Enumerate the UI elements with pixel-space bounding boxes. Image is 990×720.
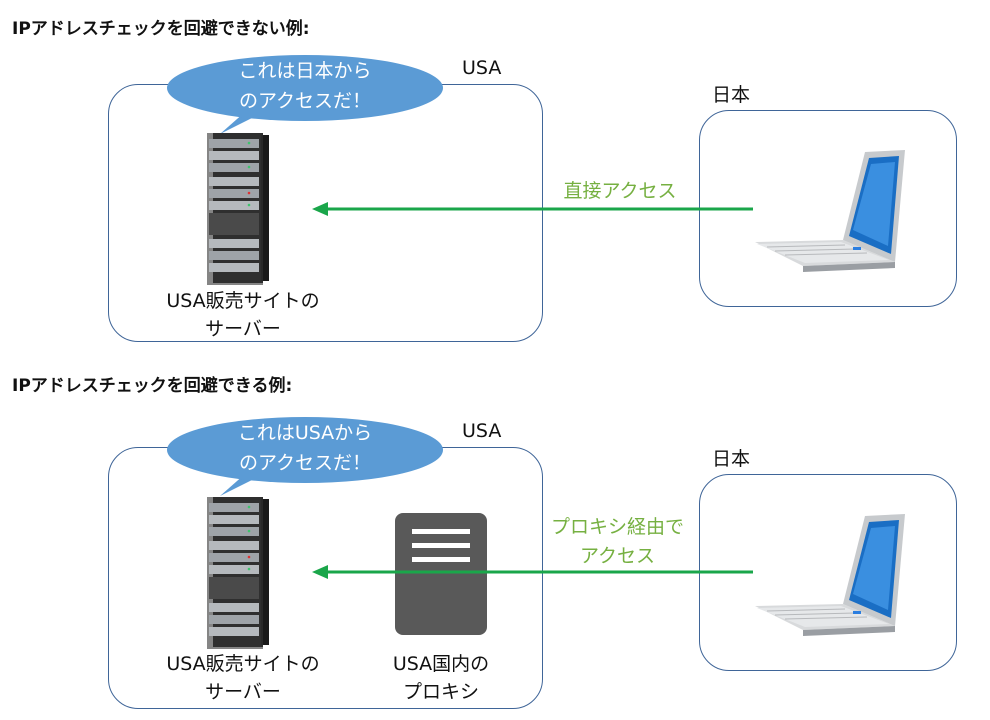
server-label-line2: サーバー bbox=[205, 681, 281, 703]
arrow-left-icon bbox=[312, 565, 753, 579]
server-rack-icon bbox=[207, 133, 269, 285]
arrow-label-line2: アクセス bbox=[579, 545, 656, 567]
arrow-label: 直接アクセス bbox=[563, 180, 677, 202]
japan-region-label: 日本 bbox=[712, 448, 751, 470]
server-label-line2: サーバー bbox=[205, 318, 281, 340]
server-label-line1: USA販売サイトの bbox=[166, 653, 320, 675]
proxy-label-line2: プロキシ bbox=[402, 681, 479, 703]
proxy-server-icon bbox=[395, 513, 487, 635]
usa-region-label: USA bbox=[462, 420, 502, 442]
section1-heading: IPアドレスチェックを回避できない例: bbox=[12, 19, 310, 39]
arrow-label-line1: プロキシ経由で bbox=[550, 516, 684, 538]
speech-bubble bbox=[167, 417, 443, 496]
server-rack-icon bbox=[207, 497, 269, 649]
laptop-icon bbox=[755, 150, 905, 272]
section2-heading: IPアドレスチェックを回避できる例: bbox=[12, 376, 293, 396]
japan-region-label: 日本 bbox=[712, 84, 751, 106]
bubble-text-line1: これはUSAから bbox=[237, 422, 373, 444]
arrow-left-icon bbox=[312, 202, 753, 216]
server-label-line1: USA販売サイトの bbox=[166, 290, 320, 312]
bubble-text-line2: のアクセスだ！ bbox=[238, 90, 372, 112]
bubble-text-line1: これは日本から bbox=[238, 60, 372, 82]
proxy-label-line1: USA国内の bbox=[392, 653, 490, 675]
speech-bubble bbox=[167, 55, 443, 134]
usa-region-label: USA bbox=[462, 57, 502, 79]
bubble-text-line2: のアクセスだ！ bbox=[238, 452, 372, 474]
laptop-icon bbox=[755, 514, 905, 636]
